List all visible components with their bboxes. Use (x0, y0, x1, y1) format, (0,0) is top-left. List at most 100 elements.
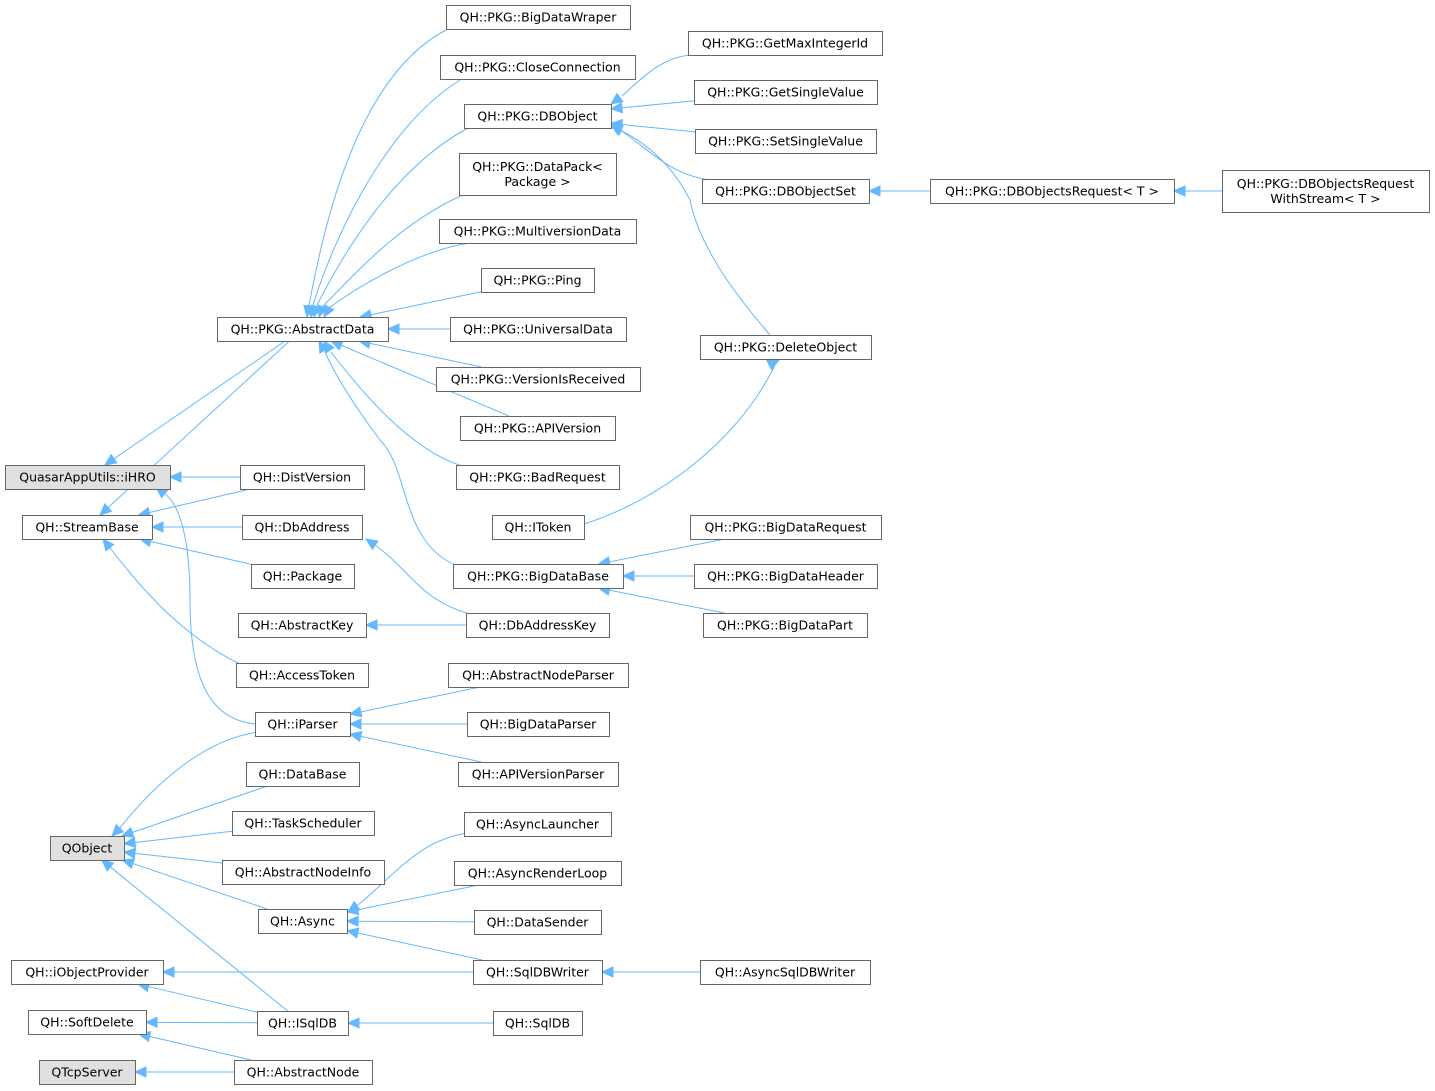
class-node-badrequest[interactable]: QH::PKG::BadRequest (456, 465, 620, 490)
class-node-label: QH::PKG::GetSingleValue (707, 85, 864, 100)
class-node-setsinglevalue[interactable]: QH::PKG::SetSingleValue (695, 129, 877, 154)
class-node-label: QH::DistVersion (253, 470, 351, 485)
class-node-box (217, 317, 389, 342)
class-node-abstractnodeinfo[interactable]: QH::AbstractNodeInfo (222, 860, 385, 885)
inheritance-edge (317, 191, 471, 319)
class-node-box (458, 762, 619, 787)
class-node-box (11, 960, 164, 985)
inheritance-edge (120, 785, 268, 838)
class-node-versionisreceived[interactable]: QH::PKG::VersionIsReceived (436, 367, 641, 392)
inheritance-edge (610, 54, 691, 105)
inheritance-edge (133, 1066, 234, 1078)
class-node-label: QH::PKG::VersionIsReceived (451, 372, 626, 387)
class-node-accesstoken[interactable]: QH::AccessToken (236, 663, 369, 688)
class-node-qobject[interactable]: QObject (50, 836, 125, 861)
arrow-head-icon (122, 847, 137, 860)
class-node-bigdatapart[interactable]: QH::PKG::BigDataPart (703, 613, 868, 638)
class-node-label: QH::AsyncRenderLoop (468, 866, 607, 881)
class-node-asynclauncher[interactable]: QH::AsyncLauncher (464, 812, 612, 837)
class-node-label: QH::SoftDelete (40, 1015, 134, 1030)
arrow-head-icon (345, 915, 359, 928)
class-node-label: QH::iObjectProvider (25, 965, 149, 980)
class-node-datapack[interactable]: QH::PKG::DataPack<Package > (459, 153, 617, 196)
class-node-label: QH::DataSender (487, 915, 590, 930)
class-node-label: QH::PKG::BigDataRequest (704, 520, 866, 535)
class-node-distversion[interactable]: QH::DistVersion (240, 465, 365, 490)
class-node-isqldb[interactable]: QH::ISqlDB (257, 1011, 349, 1036)
inheritance-edge (121, 858, 268, 910)
class-node-ihro[interactable]: QuasarAppUtils::iHRO (5, 465, 171, 490)
class-node-datasender[interactable]: QH::DataSender (474, 910, 602, 935)
class-node-dbobjectsrequest[interactable]: QH::PKG::DBObjectsRequest< T > (930, 179, 1175, 204)
class-node-label: QObject (62, 841, 113, 856)
class-node-label: QH::DbAddressKey (479, 618, 597, 633)
class-node-box (700, 960, 871, 985)
class-node-label: QH::PKG::UniversalData (463, 322, 613, 337)
class-node-label: QH::SqlDB (505, 1016, 570, 1031)
class-node-asyncsqldbwriter[interactable]: QH::AsyncSqlDBWriter (700, 960, 871, 985)
arrow-head-icon (144, 1016, 158, 1029)
class-node-dbobject[interactable]: QH::PKG::DBObject (464, 104, 612, 129)
class-node-box (464, 104, 612, 129)
class-node-apiversionparser[interactable]: QH::APIVersionParser (458, 762, 619, 787)
class-node-label: QH::PKG::DBObject (477, 109, 597, 124)
class-node-label: QTcpServer (51, 1065, 123, 1080)
class-node-abstractnodeparser[interactable]: QH::AbstractNodeParser (448, 663, 629, 688)
class-node-streambase[interactable]: QH::StreamBase (22, 515, 153, 540)
class-node-label: QH::PKG::GetMaxIntegerId (702, 36, 868, 51)
class-node-softdelete[interactable]: QH::SoftDelete (28, 1010, 147, 1035)
class-node-dbobjectset[interactable]: QH::PKG::DBObjectSet (702, 179, 870, 204)
class-node-bigdatarequest[interactable]: QH::PKG::BigDataRequest (690, 515, 882, 540)
class-node-label: QH::PKG::BadRequest (469, 470, 606, 485)
class-node-bigdataparser[interactable]: QH::BigDataParser (467, 712, 610, 737)
class-node-label: QH::AbstractKey (251, 618, 354, 633)
class-node-iobjectprovider[interactable]: QH::iObjectProvider (11, 960, 164, 985)
class-node-itoken[interactable]: QH::IToken (492, 515, 585, 540)
class-node-dbaddress[interactable]: QH::DbAddress (242, 515, 363, 540)
class-node-closeconnection[interactable]: QH::PKG::CloseConnection (440, 55, 636, 80)
class-node-label: QH::PKG::CloseConnection (454, 60, 620, 75)
inheritance-edge (136, 981, 258, 1013)
arrow-head-icon (345, 903, 360, 916)
class-node-database[interactable]: QH::DataBase (246, 762, 360, 787)
inheritance-edge (600, 966, 700, 978)
arrow-head-icon (161, 966, 175, 978)
class-node-multiversiondata[interactable]: QH::PKG::MultiversionData (439, 219, 637, 244)
class-node-asyncrenderloop[interactable]: QH::AsyncRenderLoop (454, 861, 622, 886)
class-node-async[interactable]: QH::Async (258, 909, 348, 934)
arrow-head-icon (150, 521, 164, 533)
class-node-box (702, 179, 870, 204)
class-node-bigdatawraper[interactable]: QH::PKG::BigDataWraper (446, 5, 631, 30)
inheritance-edge (621, 570, 694, 582)
class-node-taskscheduler[interactable]: QH::TaskScheduler (232, 811, 375, 836)
class-node-box (236, 663, 369, 688)
class-node-label: QH::PKG::BigDataWraper (460, 10, 618, 25)
class-node-apiversion[interactable]: QH::PKG::APIVersion (460, 416, 616, 441)
inheritance-edge (307, 79, 461, 319)
class-node-qtcpserver[interactable]: QTcpServer (39, 1060, 136, 1085)
class-node-abstractkey[interactable]: QH::AbstractKey (238, 613, 367, 638)
class-node-getsinglevalue[interactable]: QH::PKG::GetSingleValue (694, 80, 878, 105)
inheritance-edge (1172, 185, 1222, 197)
class-node-bigdataheader[interactable]: QH::PKG::BigDataHeader (694, 564, 878, 589)
class-node-deleteobject[interactable]: QH::PKG::DeleteObject (700, 335, 872, 360)
class-node-getmaxintegerid[interactable]: QH::PKG::GetMaxIntegerId (688, 31, 883, 56)
class-node-box (222, 860, 385, 885)
class-node-iparser[interactable]: QH::iParser (255, 712, 351, 737)
class-node-box (232, 811, 375, 836)
class-node-label: QH::IToken (505, 520, 572, 535)
class-node-bigdatabase[interactable]: QH::PKG::BigDataBase (453, 564, 624, 589)
inheritance-edge (345, 884, 479, 916)
class-node-sqldb[interactable]: QH::SqlDB (493, 1011, 583, 1036)
class-node-label: QH::DbAddress (254, 520, 349, 535)
class-node-ping[interactable]: QH::PKG::Ping (481, 268, 595, 293)
class-node-label: QH::DataBase (259, 767, 347, 782)
class-node-package[interactable]: QH::Package (251, 564, 355, 589)
class-node-abstractdata[interactable]: QH::PKG::AbstractData (217, 317, 389, 342)
class-node-dbaddresskey[interactable]: QH::DbAddressKey (466, 613, 610, 638)
class-node-abstractnode[interactable]: QH::AbstractNode (234, 1060, 373, 1085)
class-node-sqldbwriter[interactable]: QH::SqlDBWriter (473, 960, 603, 985)
class-node-box (473, 960, 603, 985)
class-node-universaldata[interactable]: QH::PKG::UniversalData (450, 317, 627, 342)
